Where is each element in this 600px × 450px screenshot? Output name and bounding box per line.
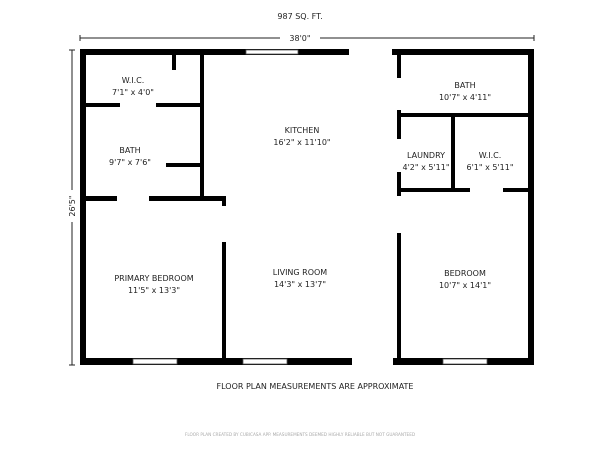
disclaimer: FLOOR PLAN MEASUREMENTS ARE APPROXIMATE [217,382,414,391]
room-name: PRIMARY BEDROOM [114,274,193,283]
window-bedroom [442,358,488,365]
room-bedroom: BEDROOM 10'7" x 14'1" [439,269,491,290]
room-name: W.I.C. [479,151,502,160]
room-name: W.I.C. [122,76,145,85]
depth-label: 26'5" [68,195,77,216]
area-label: 987 SQ. FT. [277,12,322,21]
room-living-room: LIVING ROOM 14'3" x 13'7" [273,268,328,289]
room-kitchen: KITCHEN 16'2" x 11'10" [273,126,330,147]
room-size: 10'7" x 14'1" [439,281,491,290]
width-dimension: 38'0" [79,34,535,43]
room-wic-left: W.I.C. 7'1" x 4'0" [112,76,154,97]
room-bath-left: BATH 9'7" x 7'6" [109,146,151,167]
room-size: 6'1" x 5'11" [466,163,513,172]
depth-dimension: 26'5" [68,49,77,366]
room-size: 14'3" x 13'7" [274,280,326,289]
room-size: 4'2" x 5'11" [402,163,449,172]
room-size: 10'7" x 4'11" [439,93,491,102]
room-name: KITCHEN [285,126,320,135]
room-size: 7'1" x 4'0" [112,88,154,97]
windows [132,49,488,365]
room-laundry: LAUNDRY 4'2" x 5'11" [402,151,449,172]
credit-text: FLOOR PLAN CREATED BY CUBICASA APP. MEAS… [185,432,415,437]
room-name: BEDROOM [444,269,486,278]
window-living-room [242,358,288,365]
room-name: LIVING ROOM [273,268,328,277]
room-size: 16'2" x 11'10" [273,138,330,147]
room-bath-right: BATH 10'7" x 4'11" [439,81,491,102]
window-primary-bedroom [132,358,178,365]
room-name: BATH [454,81,475,90]
room-primary-bedroom: PRIMARY BEDROOM 11'5" x 13'3" [114,274,193,295]
window-top [245,49,299,55]
room-name: LAUNDRY [407,151,445,160]
room-size: 11'5" x 13'3" [128,286,180,295]
room-wic-right: W.I.C. 6'1" x 5'11" [466,151,513,172]
width-label: 38'0" [289,34,310,43]
room-size: 9'7" x 7'6" [109,158,151,167]
room-name: BATH [119,146,140,155]
